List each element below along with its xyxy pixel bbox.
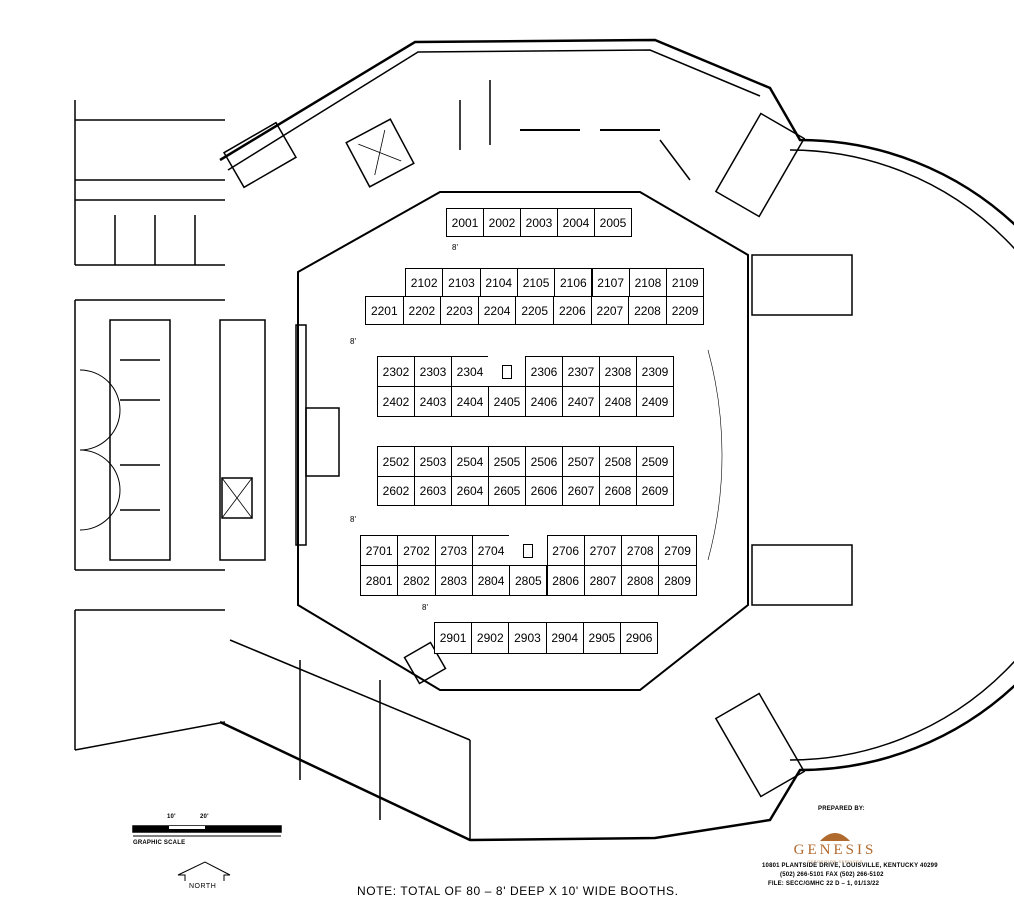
booth-2205[interactable]: 2205	[515, 296, 554, 325]
booth-2901[interactable]: 2901	[434, 622, 473, 654]
booth-2208[interactable]: 2208	[628, 296, 667, 325]
booth-2108[interactable]: 2108	[628, 268, 668, 297]
booth-2903[interactable]: 2903	[508, 622, 547, 654]
booth-2805[interactable]: 2805	[509, 565, 548, 596]
column-icon	[502, 364, 512, 379]
booth-2905[interactable]: 2905	[582, 622, 621, 654]
booth-2403[interactable]: 2403	[414, 386, 452, 417]
prepared-by: PREPARED BY:	[818, 806, 865, 812]
company-name: GENESIS	[793, 842, 877, 858]
scale-label: GRAPHIC SCALE	[133, 840, 186, 846]
booth-2402[interactable]: 2402	[377, 386, 415, 417]
booth-note: NOTE: TOTAL OF 80 – 8' DEEP X 10' WIDE B…	[357, 884, 679, 898]
booth-2708[interactable]: 2708	[621, 535, 660, 566]
booth-2306[interactable]: 2306	[525, 356, 563, 387]
booth-2203[interactable]: 2203	[440, 296, 479, 325]
booth-2904[interactable]: 2904	[545, 622, 584, 654]
scale-tick-10: 10'	[167, 814, 176, 820]
booth-2504[interactable]: 2504	[451, 446, 489, 477]
booth-2607[interactable]: 2607	[562, 476, 600, 506]
booth-2803[interactable]: 2803	[434, 565, 473, 596]
booth-2703[interactable]: 2703	[434, 535, 473, 566]
booth-2109[interactable]: 2109	[666, 268, 705, 297]
booth-2202[interactable]: 2202	[402, 296, 442, 325]
booth-2001[interactable]: 2001	[446, 208, 484, 237]
aisle-label: 8'	[452, 243, 458, 252]
north-label: NORTH	[189, 883, 217, 890]
booth-2408[interactable]: 2408	[599, 386, 637, 417]
booth-2004[interactable]: 2004	[557, 208, 595, 237]
booth-2807[interactable]: 2807	[583, 565, 623, 596]
booth-2906[interactable]: 2906	[620, 622, 659, 654]
booth-2508[interactable]: 2508	[599, 446, 637, 477]
booth-2605[interactable]: 2605	[488, 476, 526, 506]
booth-2507[interactable]: 2507	[562, 446, 600, 477]
genesis-logo: GENESIS EXPOSITION SERVICES	[790, 842, 880, 864]
booth-2801[interactable]: 2801	[360, 565, 399, 596]
booth-2809[interactable]: 2809	[658, 565, 697, 596]
booth-2207[interactable]: 2207	[590, 296, 630, 325]
booth-2303[interactable]: 2303	[414, 356, 452, 387]
booth-2704[interactable]: 2704	[471, 535, 511, 566]
booth-2405[interactable]: 2405	[488, 386, 526, 417]
booth-2505[interactable]: 2505	[488, 446, 526, 477]
booth-2209[interactable]: 2209	[665, 296, 705, 325]
booth-2409[interactable]: 2409	[636, 386, 674, 417]
booth-2802[interactable]: 2802	[397, 565, 436, 596]
booth-2206[interactable]: 2206	[553, 296, 592, 325]
booth-2002[interactable]: 2002	[483, 208, 521, 237]
booth-2604[interactable]: 2604	[451, 476, 489, 506]
file-info: FILE: SECC/GMHC 22 D – 1, 01/13/22	[768, 881, 880, 887]
booth-2706[interactable]: 2706	[546, 535, 585, 566]
booth-2506[interactable]: 2506	[525, 446, 563, 477]
booth-2106[interactable]: 2106	[554, 268, 593, 297]
booth-2406[interactable]: 2406	[525, 386, 563, 417]
booth-2701[interactable]: 2701	[360, 535, 399, 566]
booth-2105[interactable]: 2105	[516, 268, 556, 297]
booth-2709[interactable]: 2709	[658, 535, 697, 566]
booth-2509[interactable]: 2509	[636, 446, 674, 477]
booth-2608[interactable]: 2608	[599, 476, 637, 506]
booth-2602[interactable]: 2602	[377, 476, 415, 506]
aisle-label: 8'	[350, 515, 356, 524]
booth-2003[interactable]: 2003	[520, 208, 558, 237]
booth-2806[interactable]: 2806	[546, 565, 585, 596]
booth-2307[interactable]: 2307	[562, 356, 600, 387]
booth-2404[interactable]: 2404	[451, 386, 489, 417]
booth-2702[interactable]: 2702	[397, 535, 436, 566]
booth-column-obstruction	[509, 535, 548, 566]
booth-2502[interactable]: 2502	[377, 446, 415, 477]
booth-2104[interactable]: 2104	[479, 268, 518, 297]
booth-2304[interactable]: 2304	[451, 356, 489, 387]
scale-tick-20: 20'	[200, 814, 209, 820]
booth-column-obstruction	[488, 356, 526, 387]
booth-2804[interactable]: 2804	[471, 565, 511, 596]
booth-2707[interactable]: 2707	[583, 535, 623, 566]
booth-2603[interactable]: 2603	[414, 476, 452, 506]
aisle-label: 8'	[422, 603, 428, 612]
booth-2407[interactable]: 2407	[562, 386, 600, 417]
booth-2308[interactable]: 2308	[599, 356, 637, 387]
booth-2609[interactable]: 2609	[636, 476, 674, 506]
address: 10801 PLANTSIDE DRIVE, LOUISVILLE, KENTU…	[762, 863, 938, 869]
booth-2302[interactable]: 2302	[377, 356, 415, 387]
booth-2808[interactable]: 2808	[621, 565, 660, 596]
booth-2309[interactable]: 2309	[636, 356, 674, 387]
aisle-label: 8'	[350, 337, 356, 346]
booth-2204[interactable]: 2204	[477, 296, 517, 325]
booth-2902[interactable]: 2902	[471, 622, 510, 654]
booth-2102[interactable]: 2102	[405, 268, 444, 297]
column-icon	[523, 543, 534, 558]
booth-2606[interactable]: 2606	[525, 476, 563, 506]
phone-fax: (502) 266-5101 FAX (502) 266-5102	[780, 872, 884, 878]
company-tagline: EXPOSITION SERVICES	[807, 859, 863, 864]
booth-2107[interactable]: 2107	[591, 268, 630, 297]
booth-2503[interactable]: 2503	[414, 446, 452, 477]
booth-2005[interactable]: 2005	[594, 208, 632, 237]
booth-2201[interactable]: 2201	[365, 296, 404, 325]
booth-2103[interactable]: 2103	[442, 268, 481, 297]
